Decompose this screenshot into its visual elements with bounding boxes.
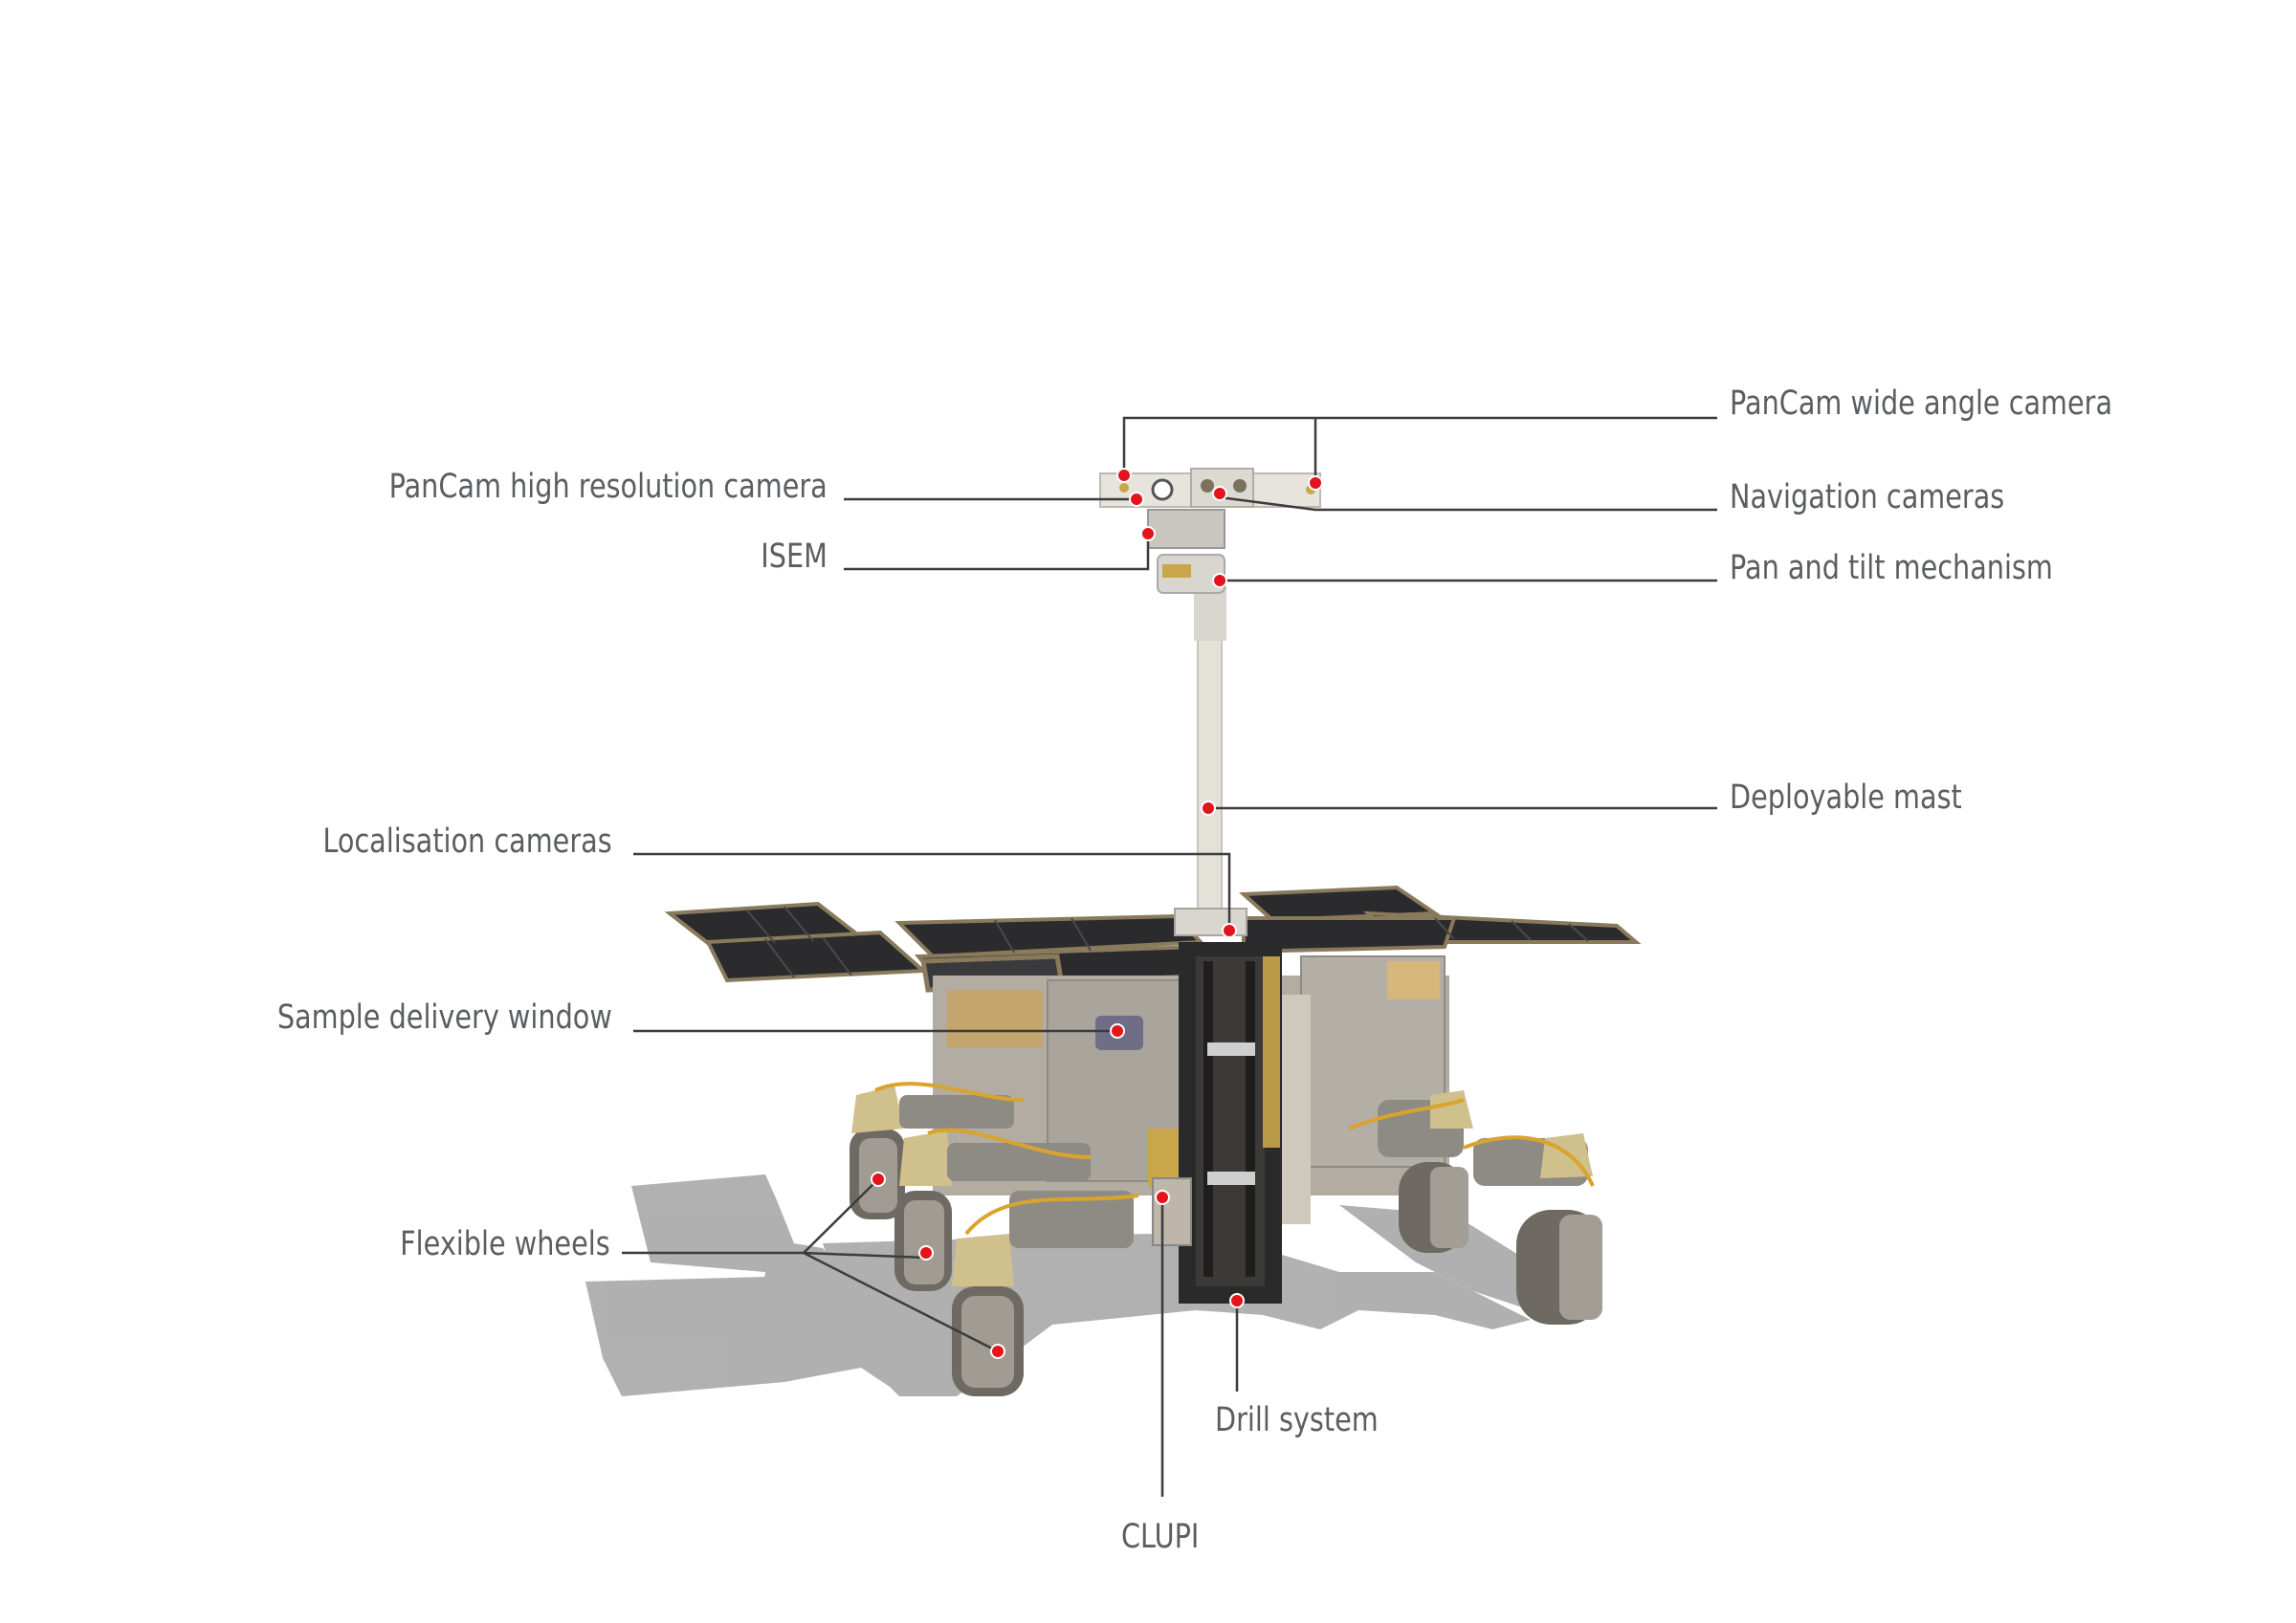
marker-flexible-wheel-rear [871, 1172, 886, 1187]
marker-localisation-cameras [1222, 923, 1237, 938]
marker-pancam-wide-angle-right [1308, 475, 1323, 491]
label-pancam-wide-angle-camera: PanCam wide angle camera [1730, 384, 2113, 423]
marker-isem [1140, 526, 1156, 541]
marker-flexible-wheel-middle [918, 1245, 934, 1261]
wheels-right [1348, 1090, 1602, 1325]
leader-localisation-cameras [633, 852, 1231, 931]
marker-flexible-wheel-front [990, 1344, 1005, 1359]
label-localisation-cameras: Localisation cameras [322, 822, 612, 861]
drill-assembly [1152, 942, 1311, 1304]
marker-sample-delivery-window [1110, 1023, 1125, 1039]
marker-pancam-high-res [1129, 492, 1144, 507]
marker-clupi [1155, 1190, 1170, 1205]
label-pan-and-tilt-mechanism: Pan and tilt mechanism [1730, 549, 2053, 587]
leader-navigation-cameras [1219, 495, 1717, 512]
solar-array-right [1239, 885, 1642, 954]
leader-flexible-wheels [622, 1178, 879, 1255]
marker-pancam-wide-angle-left [1116, 468, 1132, 483]
label-clupi: CLUPI [1121, 1518, 1200, 1556]
wheels-left [850, 1082, 1139, 1396]
marker-navigation-cameras [1212, 486, 1227, 501]
label-drill-system: Drill system [1215, 1401, 1379, 1439]
label-sample-delivery-window: Sample delivery window [277, 998, 612, 1037]
label-flexible-wheels: Flexible wheels [400, 1225, 610, 1263]
leader-pancam-wide-angle [1122, 416, 1717, 475]
marker-deployable-mast [1201, 801, 1216, 816]
label-pancam-high-resolution-camera: PanCam high resolution camera [388, 468, 828, 506]
label-navigation-cameras: Navigation cameras [1730, 478, 2005, 516]
leader-flexible-wheels-mid [803, 1251, 927, 1260]
label-deployable-mast: Deployable mast [1730, 779, 1962, 817]
leader-flexible-wheels-front [803, 1251, 999, 1353]
marker-pan-and-tilt [1212, 573, 1227, 588]
leader-isem [844, 534, 1150, 571]
label-isem: ISEM [761, 537, 828, 576]
marker-drill-system [1229, 1293, 1245, 1308]
